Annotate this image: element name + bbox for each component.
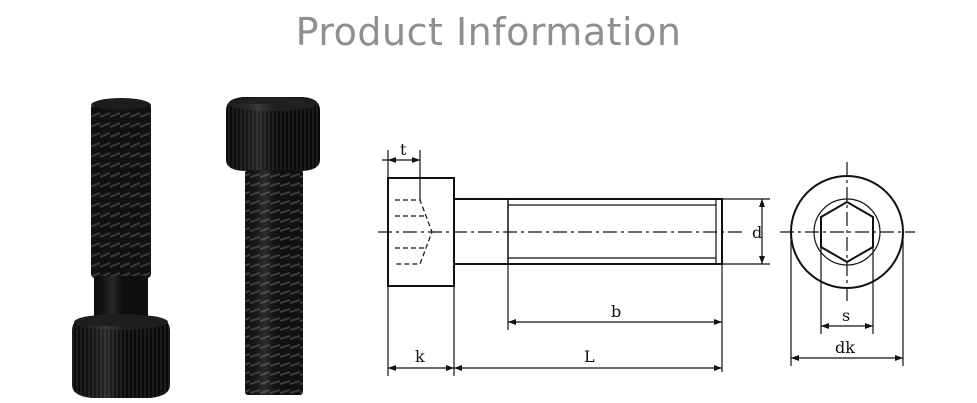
page-title: Product Information: [295, 10, 682, 54]
dim-label-b: b: [611, 302, 621, 321]
drawing-head: [387, 177, 455, 287]
drawing-shank: [454, 198, 723, 265]
dim-label-dk: dk: [835, 338, 855, 357]
dim-label-L: L: [584, 347, 595, 366]
dim-label-d: d: [752, 223, 762, 242]
dim-label-t: t: [400, 140, 407, 159]
dim-label-s: s: [842, 306, 850, 325]
bolt1-thread: [91, 102, 151, 278]
bolt1-tip: [93, 98, 149, 110]
dim-label-k: k: [415, 347, 425, 366]
